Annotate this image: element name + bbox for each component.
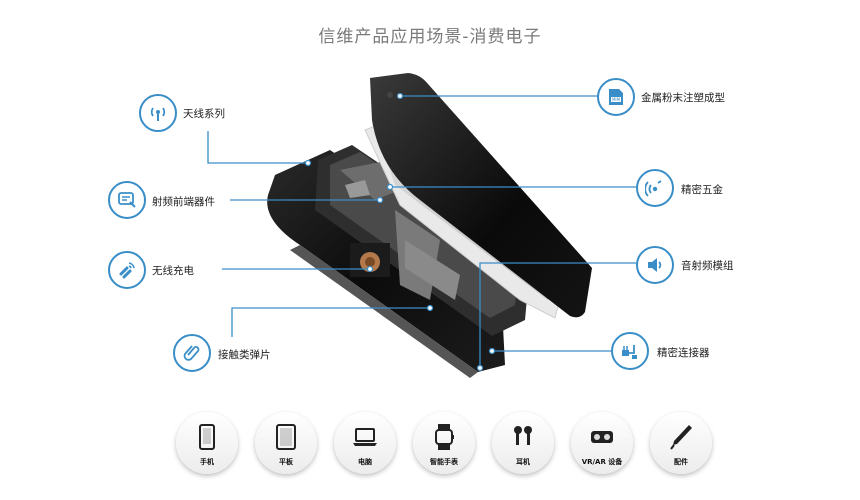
leader-lines xyxy=(207,95,636,368)
phone-top-cover xyxy=(370,73,592,318)
category-accessories-label: 配件 xyxy=(674,458,688,466)
vr-headset-icon xyxy=(591,431,613,443)
category-earphones-button[interactable]: 耳机 xyxy=(492,412,554,474)
connector-icon xyxy=(611,332,649,370)
precision-hardware-icon xyxy=(636,169,674,207)
phone-icon xyxy=(199,424,215,450)
category-vr-ar-button[interactable]: VR/AR 设备 xyxy=(571,412,633,474)
callout-precision-hardware-label: 精密五金 xyxy=(681,184,723,196)
callout-antenna-label: 天线系列 xyxy=(183,108,225,120)
callout-rf-frontend-label: 射频前端器件 xyxy=(152,196,215,208)
rf-frontend-icon xyxy=(108,181,146,219)
category-accessories-button[interactable]: 配件 xyxy=(650,412,712,474)
category-phone-button[interactable]: 手机 xyxy=(176,412,238,474)
category-laptop-button[interactable]: 电脑 xyxy=(334,412,396,474)
callout-wireless-charging-label: 无线充电 xyxy=(152,265,194,277)
category-earphones-label: 耳机 xyxy=(516,458,530,466)
category-smartwatch-button[interactable]: 智能手表 xyxy=(413,412,475,474)
callout-mim-label: 金属粉末注塑成型 xyxy=(641,92,725,104)
tablet-icon xyxy=(276,424,296,450)
phone-mid-frame xyxy=(315,145,530,336)
category-laptop-label: 电脑 xyxy=(358,458,372,466)
mim-badge-text: MIM xyxy=(612,97,621,102)
wireless-charging-icon xyxy=(108,251,146,289)
laptop-icon xyxy=(353,428,377,446)
callout-audio-rf-label: 音射频模组 xyxy=(681,260,734,272)
stylus-icon xyxy=(670,425,692,450)
category-tablet-button[interactable]: 平板 xyxy=(255,412,317,474)
callout-contact-spring-label: 接触类弹片 xyxy=(218,349,271,361)
paperclip-icon xyxy=(173,334,211,372)
category-vr-ar-label: VR/AR 设备 xyxy=(581,458,623,466)
speaker-icon xyxy=(636,246,674,284)
earphones-icon xyxy=(514,426,532,445)
mim-document-icon: MIM xyxy=(597,78,635,116)
category-smartwatch-label: 智能手表 xyxy=(430,458,458,466)
category-phone-label: 手机 xyxy=(200,458,214,466)
callout-precision-connector-label: 精密连接器 xyxy=(657,347,710,359)
category-tablet-label: 平板 xyxy=(279,458,293,466)
antenna-icon xyxy=(139,94,177,132)
smartwatch-icon xyxy=(435,424,454,450)
page-title: 信维产品应用场景-消费电子 xyxy=(318,27,542,47)
